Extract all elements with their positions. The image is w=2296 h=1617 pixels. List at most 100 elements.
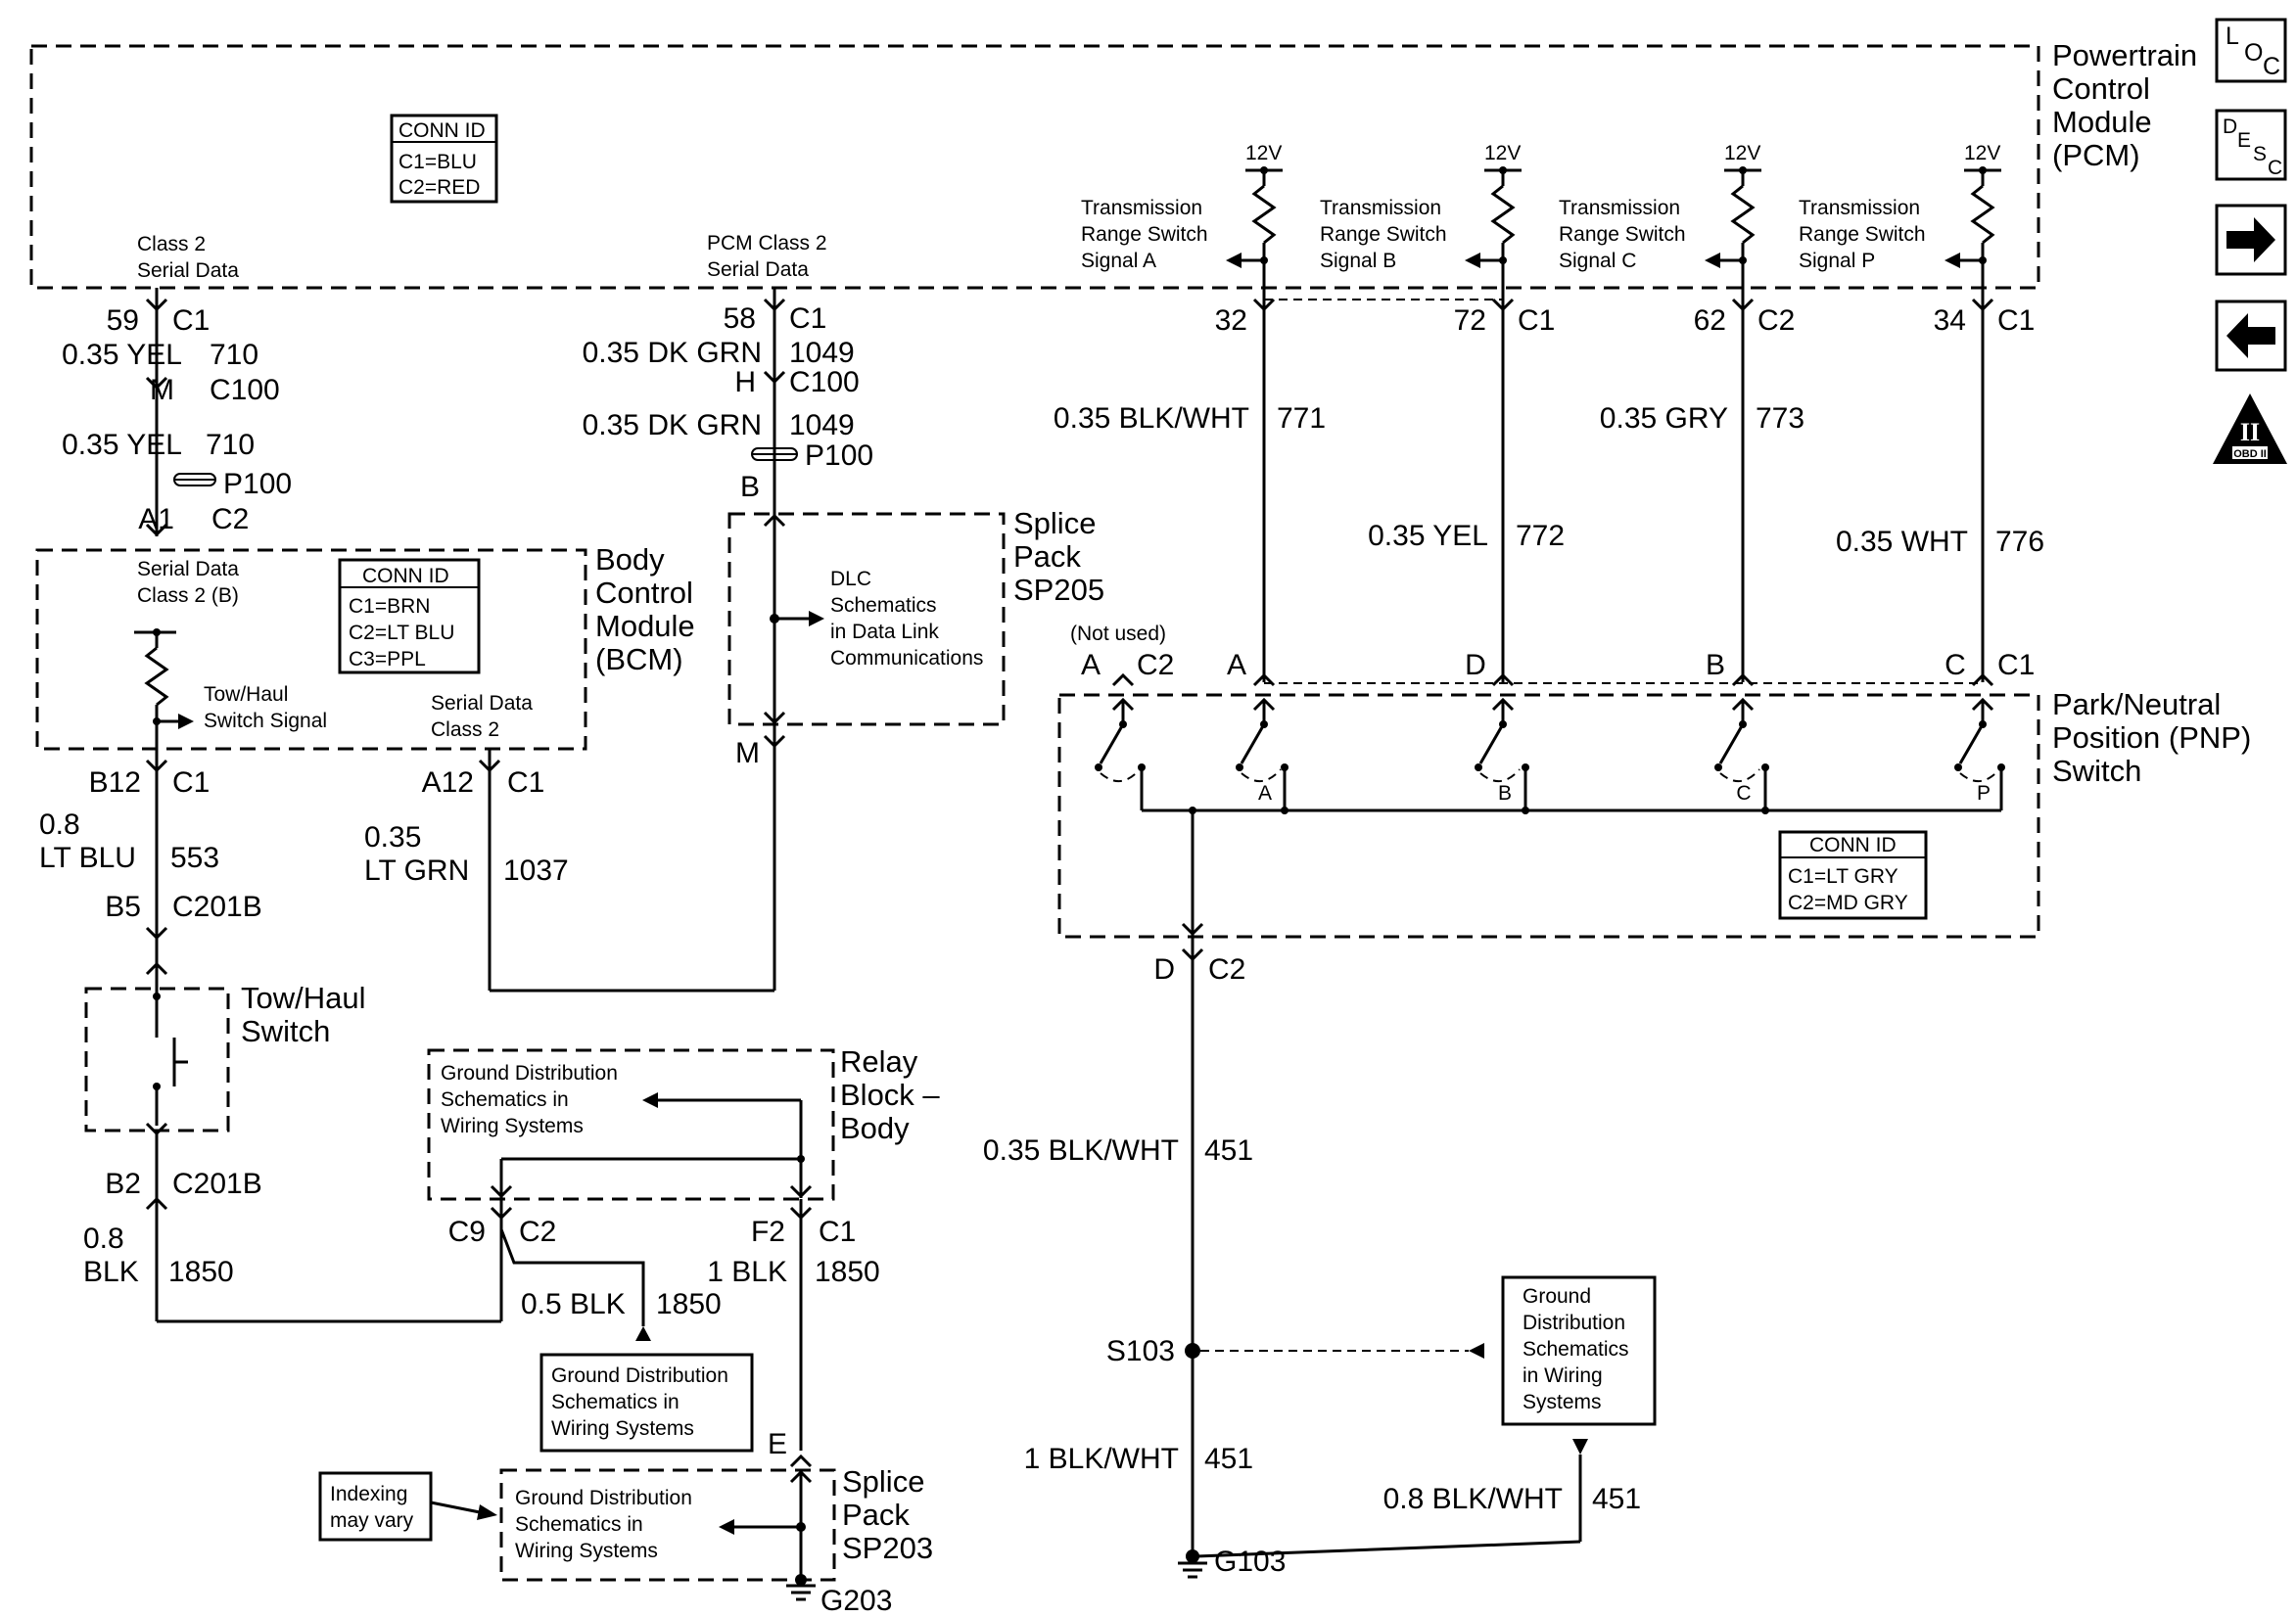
svg-text:Tow/Haul: Tow/Haul bbox=[204, 683, 288, 706]
svg-text:Relay: Relay bbox=[840, 1044, 918, 1079]
svg-text:Switch: Switch bbox=[241, 1014, 330, 1048]
svg-text:0.35 BLK/WHT: 0.35 BLK/WHT bbox=[1054, 402, 1249, 435]
svg-text:C1=LT GRY: C1=LT GRY bbox=[1788, 865, 1898, 888]
svg-text:Body: Body bbox=[840, 1111, 910, 1145]
svg-text:C100: C100 bbox=[789, 366, 860, 398]
svg-text:451: 451 bbox=[1204, 1443, 1253, 1475]
svg-text:Wiring Systems: Wiring Systems bbox=[551, 1417, 694, 1440]
svg-text:Ground Distribution: Ground Distribution bbox=[441, 1062, 618, 1085]
svg-text:710: 710 bbox=[206, 429, 255, 461]
pnp-contact-notused bbox=[1095, 672, 1146, 810]
svg-text:C: C bbox=[1945, 649, 1966, 681]
pcm-title-4: (PCM) bbox=[2052, 138, 2140, 172]
svg-text:S: S bbox=[2253, 143, 2267, 165]
ground-g103-icon bbox=[1186, 1549, 1199, 1563]
svg-text:P: P bbox=[1977, 782, 1991, 805]
svg-text:776: 776 bbox=[1995, 526, 2044, 558]
svg-text:553: 553 bbox=[170, 842, 219, 874]
svg-text:Class 2: Class 2 bbox=[431, 718, 499, 741]
description-icon[interactable]: D E S C bbox=[2215, 109, 2287, 181]
location-icon[interactable]: L O C bbox=[2215, 18, 2287, 83]
ground-g203-icon bbox=[795, 1574, 807, 1586]
pnp-switch: Park/Neutral Position (PNP) Switch (Not … bbox=[983, 623, 2251, 1579]
svg-text:Control: Control bbox=[595, 576, 693, 610]
svg-text:0.35 YEL: 0.35 YEL bbox=[1368, 520, 1488, 552]
svg-text:A12: A12 bbox=[422, 766, 474, 799]
ground-distribution-box-right: Ground Distribution Schematics in Wiring… bbox=[1501, 1275, 1657, 1426]
pnp-contact-a: A bbox=[1236, 672, 1289, 810]
svg-text:710: 710 bbox=[210, 339, 258, 371]
svg-text:C1: C1 bbox=[789, 302, 826, 335]
svg-text:CONN ID: CONN ID bbox=[362, 565, 449, 587]
pcm-module: Powertrain Control Module (PCM) CONN ID … bbox=[29, 38, 2197, 290]
pcm-outline bbox=[29, 44, 2040, 290]
svg-text:1049: 1049 bbox=[789, 337, 855, 369]
svg-text:A: A bbox=[1081, 649, 1101, 681]
svg-text:0.35 YEL: 0.35 YEL bbox=[62, 429, 182, 461]
svg-text:12V: 12V bbox=[1964, 142, 2000, 164]
svg-text:B: B bbox=[1498, 782, 1512, 805]
svg-text:Tow/Haul: Tow/Haul bbox=[241, 981, 366, 1015]
svg-text:Schematics in: Schematics in bbox=[551, 1391, 679, 1413]
svg-text:B: B bbox=[740, 471, 760, 503]
svg-text:C100: C100 bbox=[210, 374, 280, 406]
svg-text:0.35 YEL: 0.35 YEL bbox=[62, 339, 182, 371]
svg-text:CONN ID: CONN ID bbox=[1809, 834, 1897, 856]
svg-text:(BCM): (BCM) bbox=[595, 642, 683, 676]
svg-text:C1: C1 bbox=[1997, 649, 2035, 681]
svg-text:Signal P: Signal P bbox=[1799, 250, 1875, 272]
svg-text:C1: C1 bbox=[172, 766, 210, 799]
svg-text:Block –: Block – bbox=[840, 1078, 940, 1112]
svg-text:F2: F2 bbox=[751, 1216, 785, 1248]
svg-text:C1: C1 bbox=[1518, 304, 1555, 337]
pcm-class2-label-1: Class 2 bbox=[137, 233, 206, 255]
svg-text:C9: C9 bbox=[448, 1216, 486, 1248]
svg-text:Schematics in: Schematics in bbox=[515, 1513, 643, 1536]
svg-text:E: E bbox=[2237, 129, 2251, 152]
svg-text:C201B: C201B bbox=[172, 1168, 262, 1200]
pcm-class2-serial-label-2: Serial Data bbox=[707, 258, 809, 281]
trs-signal-b: Transmission Range Switch Signal B 12V bbox=[1320, 142, 1522, 288]
svg-text:L: L bbox=[2226, 23, 2239, 50]
svg-text:Serial Data: Serial Data bbox=[137, 558, 239, 580]
svg-text:M: M bbox=[735, 737, 760, 769]
pcm-conn-id-box: CONN ID C1=BLU C2=RED bbox=[390, 114, 498, 204]
svg-text:Systems: Systems bbox=[1523, 1391, 1602, 1413]
arrow-left-icon[interactable] bbox=[2215, 300, 2287, 372]
svg-text:Body: Body bbox=[595, 542, 665, 577]
splice-pack-sp203: E Splice Pack SP203 Ground Distribution … bbox=[318, 1428, 933, 1617]
svg-text:G103: G103 bbox=[1214, 1546, 1286, 1578]
svg-text:B: B bbox=[1706, 649, 1725, 681]
svg-text:Transmission: Transmission bbox=[1320, 197, 1441, 219]
svg-text:C1=BLU: C1=BLU bbox=[398, 151, 477, 173]
svg-text:Splice: Splice bbox=[842, 1464, 924, 1499]
obd-ii-icon[interactable]: II OBD II bbox=[2213, 393, 2287, 464]
trs-signal-a: Transmission Range Switch Signal A 12V bbox=[1081, 142, 1283, 288]
arrow-right-icon[interactable] bbox=[2215, 204, 2287, 276]
svg-text:Serial Data: Serial Data bbox=[431, 692, 533, 715]
svg-text:C2=RED: C2=RED bbox=[398, 176, 480, 199]
svg-text:C2: C2 bbox=[519, 1216, 556, 1248]
pcm-class2-serial-label-1: PCM Class 2 bbox=[707, 232, 827, 254]
svg-text:C: C bbox=[1736, 782, 1751, 805]
svg-text:0.8 BLK/WHT: 0.8 BLK/WHT bbox=[1383, 1483, 1563, 1515]
svg-text:Wiring Systems: Wiring Systems bbox=[515, 1540, 658, 1562]
svg-text:0.8: 0.8 bbox=[83, 1223, 124, 1255]
svg-text:H: H bbox=[734, 366, 756, 398]
svg-text:1 BLK: 1 BLK bbox=[707, 1256, 787, 1288]
svg-text:Signal A: Signal A bbox=[1081, 250, 1156, 272]
svg-text:1037: 1037 bbox=[503, 855, 569, 887]
pnp-conn-id-box: CONN ID C1=LT GRY C2=MD GRY bbox=[1778, 830, 1928, 920]
svg-text:451: 451 bbox=[1204, 1134, 1253, 1167]
svg-text:Position (PNP): Position (PNP) bbox=[2052, 720, 2251, 755]
svg-text:OBD II: OBD II bbox=[2233, 448, 2267, 460]
svg-text:Switch: Switch bbox=[2052, 754, 2141, 788]
svg-text:0.35 GRY: 0.35 GRY bbox=[1600, 402, 1728, 435]
svg-text:C: C bbox=[2263, 53, 2280, 80]
svg-text:62: 62 bbox=[1694, 304, 1726, 337]
svg-text:Schematics: Schematics bbox=[830, 594, 937, 617]
svg-text:Communications: Communications bbox=[830, 647, 983, 670]
svg-text:C201B: C201B bbox=[172, 891, 262, 923]
svg-text:CONN ID: CONN ID bbox=[398, 119, 486, 142]
svg-text:C: C bbox=[2268, 157, 2282, 179]
